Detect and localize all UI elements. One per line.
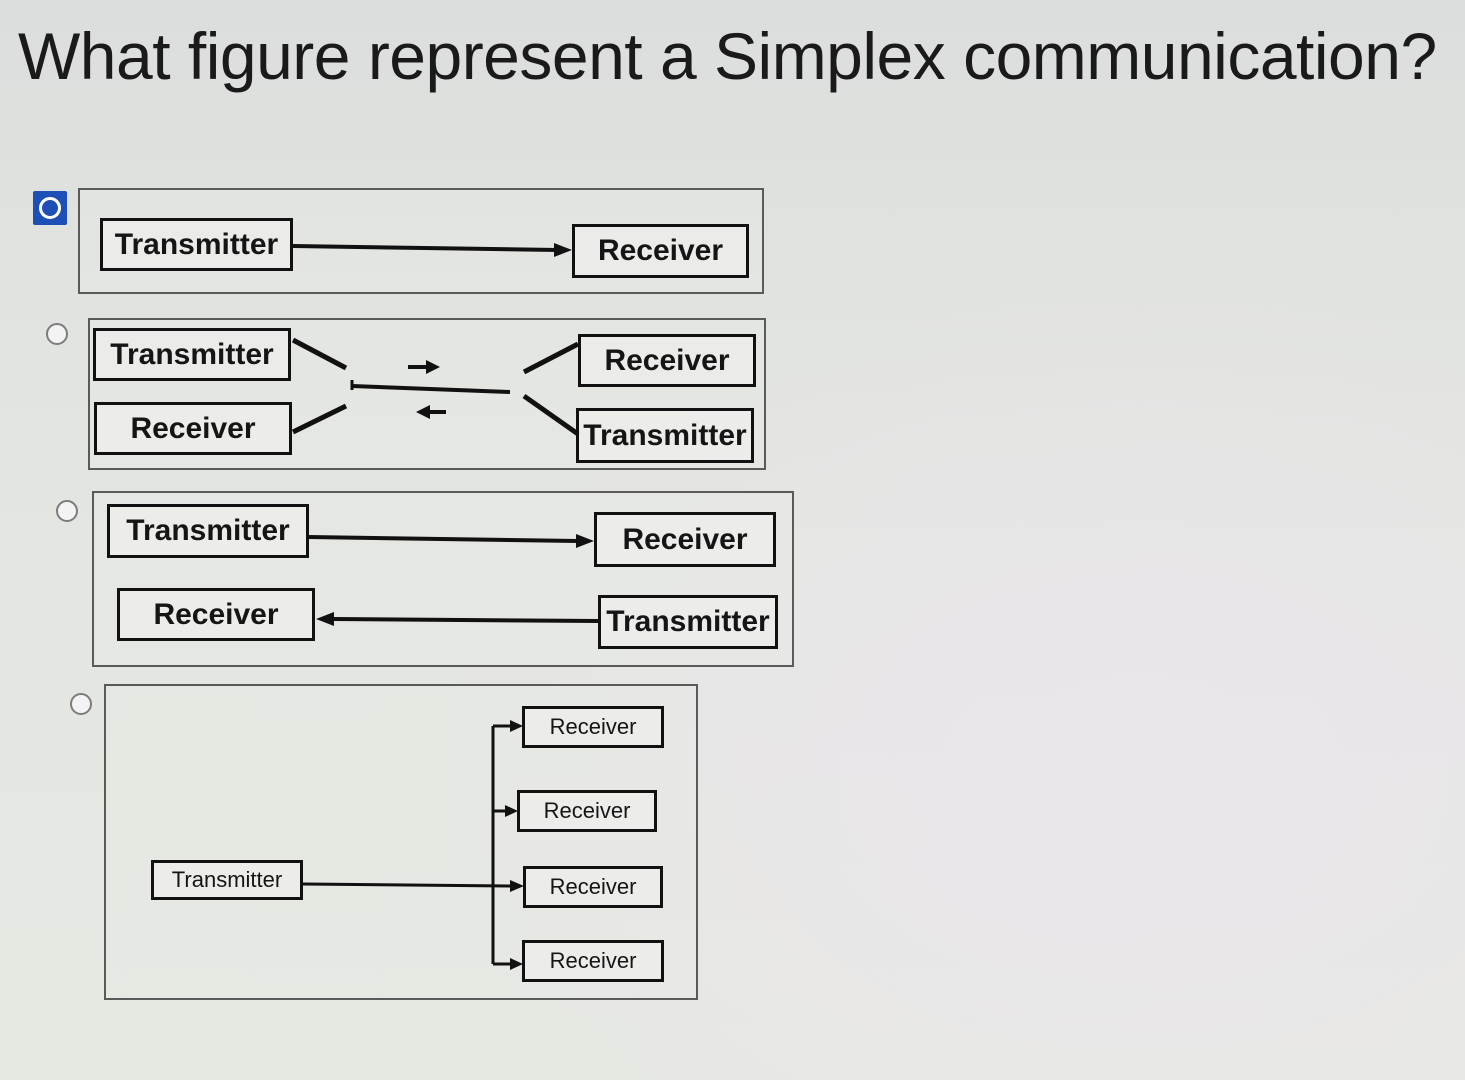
option-4-receiver-box-1: Receiver	[522, 706, 664, 748]
option-3-figure[interactable]: Transmitter Receiver Receiver Transmitte…	[92, 491, 794, 667]
option-4-receiver-box-2: Receiver	[517, 790, 657, 832]
option-1-radio[interactable]	[33, 191, 67, 225]
option-2-left-receiver-box: Receiver	[94, 402, 292, 455]
option-1-transmitter-box: Transmitter	[100, 218, 293, 271]
option-2-left-transmitter-box: Transmitter	[93, 328, 291, 381]
question-title: What figure represent a Simplex communic…	[18, 19, 1437, 93]
option-4-receiver-box-4: Receiver	[522, 940, 664, 982]
option-3-left-transmitter-box: Transmitter	[107, 504, 309, 558]
option-4-figure[interactable]: Transmitter Receiver Receiver Receiver R…	[104, 684, 698, 1000]
option-4-receiver-box-3: Receiver	[523, 866, 663, 908]
option-1-receiver-box: Receiver	[572, 224, 749, 278]
option-3-right-transmitter-box: Transmitter	[598, 595, 778, 649]
option-2-figure[interactable]: Transmitter Receiver Receiver Transmitte…	[88, 318, 766, 470]
option-3-left-receiver-box: Receiver	[117, 588, 315, 641]
option-2-right-transmitter-box: Transmitter	[576, 408, 754, 463]
option-2-radio[interactable]	[46, 323, 68, 345]
option-3-radio[interactable]	[56, 500, 78, 522]
option-4-transmitter-box: Transmitter	[151, 860, 303, 900]
option-1-figure[interactable]: Transmitter Receiver	[78, 188, 764, 294]
option-4-radio[interactable]	[70, 693, 92, 715]
option-2-right-receiver-box: Receiver	[578, 334, 756, 387]
option-3-right-receiver-box: Receiver	[594, 512, 776, 567]
